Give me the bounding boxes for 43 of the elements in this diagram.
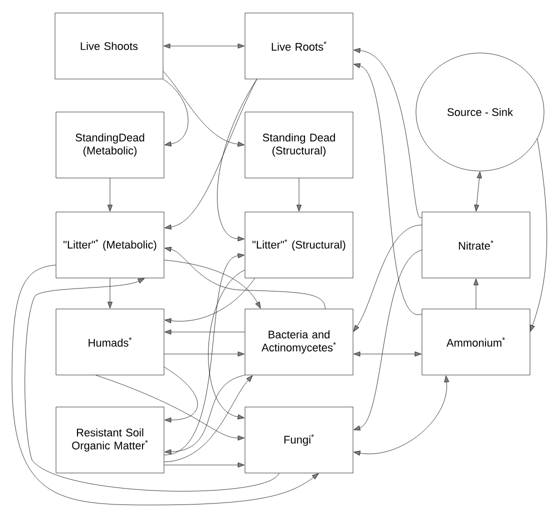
arrow bbox=[474, 278, 478, 309]
process-box: Live Roots$^{*}$ bbox=[244, 12, 354, 80]
arrow bbox=[354, 48, 422, 218]
arrow bbox=[353, 224, 422, 332]
process-box: "Litter"$^{*}$ (Structural) bbox=[244, 212, 354, 278]
arrow bbox=[164, 462, 244, 468]
arrow bbox=[164, 260, 261, 308]
arrow bbox=[530, 138, 548, 332]
arrow bbox=[164, 246, 326, 309]
process-box: Standing Dead (Structural) bbox=[244, 112, 354, 178]
arrow bbox=[164, 330, 245, 334]
process-box: Bacteria and Actinomycetes$^{*}$ bbox=[244, 308, 354, 376]
process-box: StandingDead (Metabolic) bbox=[56, 112, 164, 178]
process-box: Fungi$^{*}$ bbox=[244, 406, 354, 474]
arrow bbox=[163, 71, 244, 147]
arrow bbox=[354, 250, 422, 430]
arrow bbox=[164, 253, 244, 456]
arrow bbox=[108, 278, 112, 308]
arrow bbox=[474, 172, 482, 212]
arrow bbox=[354, 63, 422, 314]
arrow bbox=[164, 375, 253, 462]
arrow bbox=[208, 270, 245, 420]
arrow bbox=[164, 366, 198, 422]
arrow bbox=[164, 79, 257, 230]
arrow bbox=[24, 278, 280, 492]
process-box: "Litter"$^{*}$ (Metabolic) bbox=[56, 212, 164, 278]
arrow bbox=[354, 352, 422, 356]
process-box: Ammonium$^{*}$ bbox=[422, 308, 530, 376]
process-box: Nitrate$^{*}$ bbox=[422, 212, 530, 278]
arrow bbox=[12, 264, 319, 506]
process-box: Resistant Soil Organic Matter$^{*}$ bbox=[56, 406, 164, 474]
arrow bbox=[163, 79, 188, 146]
arrow bbox=[354, 376, 450, 456]
arrow bbox=[217, 79, 257, 242]
arrow bbox=[164, 44, 244, 48]
arrow bbox=[164, 352, 244, 356]
arrow bbox=[96, 375, 244, 440]
arrow bbox=[108, 178, 112, 212]
arrow bbox=[296, 178, 302, 212]
arrow bbox=[164, 375, 245, 454]
arrow bbox=[164, 278, 255, 324]
process-box: Humads$^{*}$ bbox=[56, 308, 164, 376]
process-box: Live Shoots bbox=[54, 12, 164, 80]
